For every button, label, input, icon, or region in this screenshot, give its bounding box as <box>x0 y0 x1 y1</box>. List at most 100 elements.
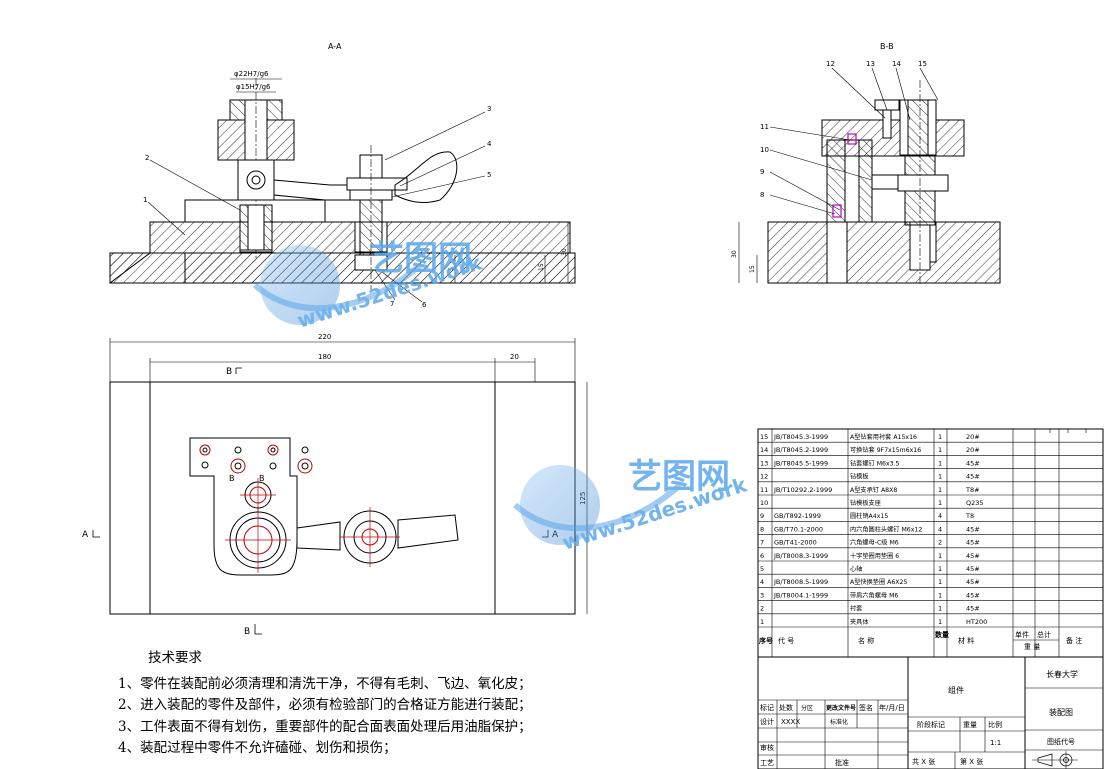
bom-row-no: 5 <box>760 565 764 573</box>
bom-row-qty: 1 <box>938 552 942 560</box>
tb-weight: 重量 <box>963 721 977 729</box>
tb-assembly: 组件 <box>948 685 964 695</box>
bom-header-code: 代 号 <box>778 636 794 645</box>
balloon-b-15: 15 <box>918 60 927 68</box>
bom-header-material: 材 料 <box>958 636 974 645</box>
bom-row-qty: 1 <box>938 591 942 599</box>
bom-row-material: 45# <box>966 605 980 613</box>
bom-header-name: 名 称 <box>858 636 874 645</box>
bom-row-code: JB/T8045.2-1999 <box>773 446 828 454</box>
balloon-b-12: 12 <box>826 60 835 68</box>
watermark-brand-top: 艺图网 <box>370 239 472 279</box>
bom-row-code: GB/T892-1999 <box>774 512 821 520</box>
bom-row-name: 内六角圆柱头螺钉 M6x12 <box>850 525 922 533</box>
dim-b-15: 15 <box>749 265 756 273</box>
section-view-a: A-A φ22H7/g6 φ15H7/g6 <box>109 42 576 309</box>
bom-row-no: 3 <box>760 591 764 599</box>
crop-marks <box>1049 429 1104 769</box>
tb-total-sheets: 共 X 张 <box>912 757 935 766</box>
bom-row-material: T8 <box>965 512 974 520</box>
tb-review: 审核 <box>760 743 774 752</box>
balloon-a-5: 5 <box>487 171 491 179</box>
watermark-bottom: 艺图网 www.52des.work <box>513 457 750 555</box>
fit-inner: φ15H7/g6 <box>236 83 271 91</box>
bom-row-no: 2 <box>760 605 764 613</box>
bom-row-material: 45# <box>966 552 980 560</box>
bom-row-no: 12 <box>760 473 768 481</box>
dim-a-5: 5 <box>448 267 455 271</box>
tb-design: 设计 <box>760 717 774 726</box>
tech-item-1: 1、零件在装配前必须清理和清洗干净，不得有毛刺、飞边、氧化皮； <box>118 675 532 692</box>
bom-row-code: JB/T8045.3-1999 <box>773 433 828 441</box>
mark-b-bottom: B <box>244 627 250 637</box>
fit-outer: φ22H7/g6 <box>234 70 269 78</box>
bom-row-name: A型快换垫圈 A6X25 <box>850 578 907 586</box>
tb-designer: XXXX <box>781 718 800 726</box>
balloon-b-9: 9 <box>760 168 764 176</box>
balloon-a-4: 4 <box>487 140 492 148</box>
bom-row-no: 6 <box>760 552 764 560</box>
bom-row-name: 钻套螺钉 M6x3.5 <box>850 459 900 467</box>
bom-row-qty: 4 <box>938 525 942 533</box>
mark-b-hole-1: B <box>229 474 235 483</box>
bom-row-name: 六角螺母-C级 M6 <box>850 539 899 547</box>
tech-item-3: 3、工件表面不得有划伤，重要部件的配合面表面处理后用油脂保护； <box>118 718 532 735</box>
bom-row-material: 45# <box>966 591 980 599</box>
tech-title: 技术要求 <box>148 650 202 666</box>
bom-row-name: 十字垫圈用垫圈 6 <box>850 552 899 560</box>
tb-drawing-name: 装配图 <box>1049 707 1073 717</box>
tb-sheet-no: 第 X 张 <box>960 757 983 766</box>
tb-mark: 标记 <box>760 703 774 712</box>
view-label-b: B-B <box>880 42 894 51</box>
bom-row-qty: 1 <box>938 578 942 586</box>
bom-row-no: 4 <box>760 578 764 586</box>
balloon-b-13: 13 <box>866 60 875 68</box>
bom-row-material: 45# <box>966 565 980 573</box>
balloon-a-1: 1 <box>143 196 147 204</box>
tb-partition: 分区 <box>801 704 813 712</box>
tb-drawing-code: 图纸代号 <box>1047 737 1075 746</box>
bom-header-single: 单件 <box>1015 630 1029 639</box>
top-view: 220 180 20 125 B B A A B B <box>82 333 588 637</box>
bom-row-material: 20# <box>966 446 980 454</box>
bom-row-name: 夹具体 <box>850 618 869 626</box>
bom-row-name: 钻模板支座 <box>850 499 881 507</box>
bom-row-material: 45# <box>966 539 980 547</box>
bom-row-no: 8 <box>760 525 764 533</box>
bom-row-no: 1 <box>760 618 764 626</box>
watermark-top: 艺图网 www.52des.work <box>253 239 485 333</box>
tb-process: 工艺 <box>760 759 774 767</box>
dim-180: 180 <box>318 353 331 361</box>
bom-row-code: JB/T8008.3-1999 <box>773 552 828 560</box>
bom-row-no: 9 <box>760 512 764 520</box>
bom-row-code: GB/T70.1-2000 <box>774 525 823 533</box>
bom-row-code: JB/T10292.2-1999 <box>773 486 832 494</box>
bom-row-no: 15 <box>760 433 768 441</box>
technical-requirements: 技术要求 1、零件在装配前必须清理和清洗干净，不得有毛刺、飞边、氧化皮； 2、进… <box>118 648 578 760</box>
bom-header-qty: 数量 <box>935 630 949 639</box>
bom-row-qty: 4 <box>938 512 942 520</box>
bom-row-material: HT200 <box>966 618 987 626</box>
bom-row-code: JB/T8008.5-1999 <box>773 578 828 586</box>
balloon-a-7: 7 <box>390 300 394 308</box>
bom-row-code: JB/T8004.1-1999 <box>773 591 828 599</box>
bom-row-qty: 1 <box>938 473 942 481</box>
view-label-a: A-A <box>328 42 342 51</box>
bom-row-name: A型钻套用衬套 A15x16 <box>850 433 917 441</box>
balloon-b-11: 11 <box>760 123 769 131</box>
bom-row-material: 20# <box>966 433 980 441</box>
balloon-a-6: 6 <box>422 301 427 309</box>
dim-a-30: 30 <box>561 248 568 256</box>
bom-row-no: 10 <box>760 499 768 507</box>
bom-row-qty: 1 <box>938 618 942 626</box>
bom-row-code: JB/T8045.5-1999 <box>773 459 828 467</box>
tb-date: 年/月/日 <box>879 703 905 712</box>
dim-220: 220 <box>318 333 331 341</box>
bom-row-material: Q235 <box>966 499 984 507</box>
tech-item-2: 2、进入装配的零件及部件，必须有检验部门的合格证方能进行装配； <box>118 697 532 713</box>
title-block: 组件 长春大学 装配图 图纸代号 标记 处数 分区 更改文件号 签名 年/月/日… <box>757 656 1104 769</box>
balloon-b-14: 14 <box>892 60 901 68</box>
bom-row-material: 45# <box>966 525 980 533</box>
